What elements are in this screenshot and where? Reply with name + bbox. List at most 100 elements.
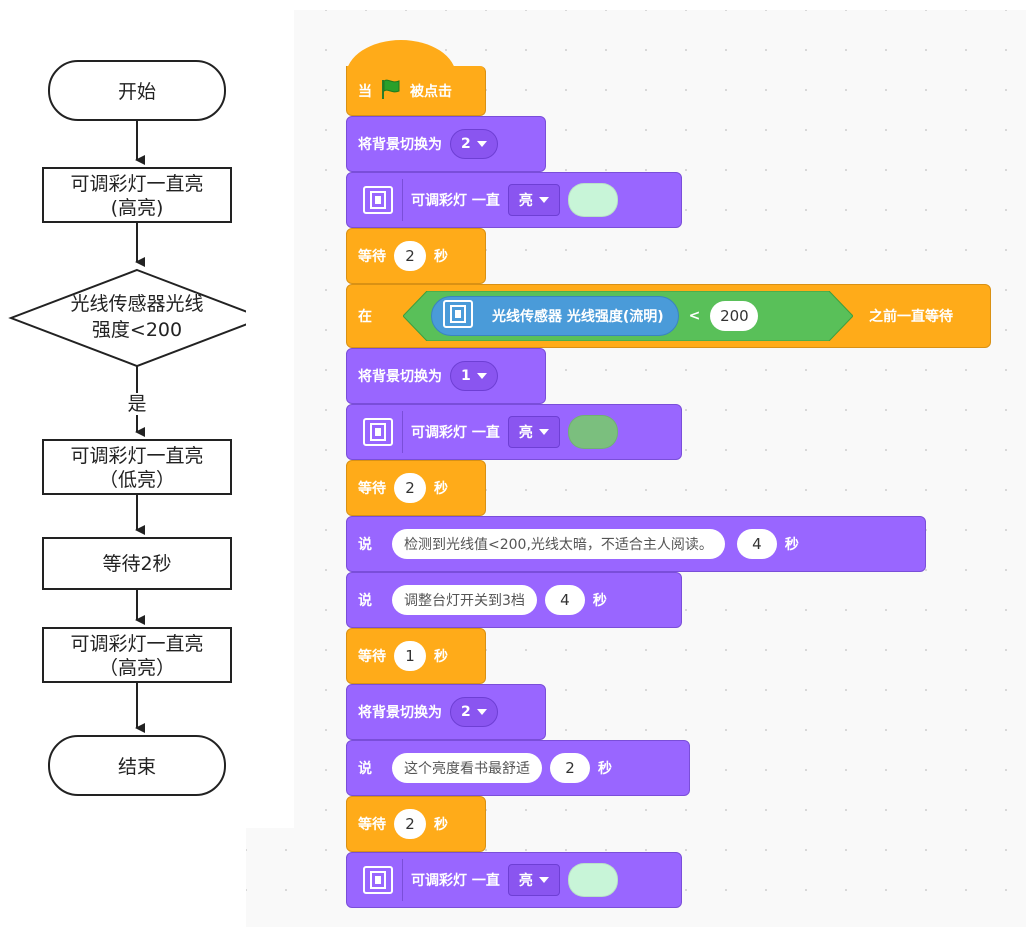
light-state-value: 亮 <box>518 425 533 441</box>
hat-when-label: 当 <box>358 83 372 100</box>
light-color-swatch[interactable] <box>567 863 618 897</box>
until-label: 在 <box>358 309 372 325</box>
less-than-operator[interactable]: 光线传感器 光线强度(流明) < 200 <box>403 291 853 341</box>
wait-seconds-input[interactable]: 1 <box>394 641 426 671</box>
say-for-secs-block[interactable]: 说 检测到光线值<200,光线太暗，不适合主人阅读。 4 秒 <box>346 516 926 572</box>
wait-label: 等待 <box>358 481 386 497</box>
light-label: 可调彩灯 一直 <box>411 193 500 209</box>
caret-down-icon <box>538 197 549 203</box>
light-label: 可调彩灯 一直 <box>411 873 500 889</box>
flow-start-text: 开始 <box>118 81 156 103</box>
light-extension-icon <box>354 411 403 453</box>
flow-step4-line1: 可调彩灯一直亮 <box>70 633 203 655</box>
wait-block[interactable]: 等待 2 秒 <box>346 460 486 516</box>
say-for-secs-block[interactable]: 说 这个亮度看书最舒适 2 秒 <box>346 740 690 796</box>
seconds-label: 秒 <box>784 537 799 553</box>
wait-label: 等待 <box>358 649 386 665</box>
caret-down-icon <box>476 373 487 379</box>
switch-backdrop-block[interactable]: 将背景切换为 1 <box>346 348 546 404</box>
light-state-dropdown[interactable]: 亮 <box>507 184 560 216</box>
say-seconds-input[interactable]: 4 <box>736 529 777 559</box>
say-for-secs-block[interactable]: 说 调整台灯开关到3档 4 秒 <box>346 572 682 628</box>
wait-seconds-input[interactable]: 2 <box>394 241 426 271</box>
wait-label: 等待 <box>358 249 386 265</box>
workspace-margin <box>246 10 294 828</box>
light-state-dropdown[interactable]: 亮 <box>507 416 560 448</box>
caret-down-icon <box>476 709 487 715</box>
caret-down-icon <box>538 877 549 883</box>
flow-decision-line2: 强度<200 <box>92 319 182 341</box>
when-flag-clicked-block[interactable]: 当 被点击 <box>346 66 486 116</box>
sensor-label: 光线传感器 光线强度(流明) <box>492 309 664 325</box>
light-sensor-reporter[interactable]: 光线传感器 光线强度(流明) <box>431 296 679 336</box>
seconds-label: 秒 <box>434 481 448 497</box>
light-label: 可调彩灯 一直 <box>411 425 500 441</box>
seconds-label: 秒 <box>598 761 612 777</box>
light-extension-icon <box>354 179 403 221</box>
backdrop-dropdown[interactable]: 2 <box>450 697 498 727</box>
light-on-block[interactable]: 可调彩灯 一直 亮 <box>346 172 682 228</box>
flow-step-high-light <box>42 167 232 223</box>
flow-step1-line1: 可调彩灯一直亮 <box>70 173 203 195</box>
seconds-label: 秒 <box>434 249 448 265</box>
wait-block[interactable]: 等待 1 秒 <box>346 628 486 684</box>
seconds-label: 秒 <box>434 817 448 833</box>
flow-step3-text: 等待2秒 <box>102 553 171 575</box>
caret-down-icon <box>538 429 549 435</box>
threshold-input[interactable]: 200 <box>710 301 759 331</box>
wait-seconds-input[interactable]: 2 <box>394 473 426 503</box>
flow-step-low-light <box>42 439 232 495</box>
switch-backdrop-block[interactable]: 将背景切换为 2 <box>346 116 546 172</box>
wait-seconds-input[interactable]: 2 <box>394 809 426 839</box>
flow-step1-line2: (高亮) <box>111 197 164 219</box>
say-label: 说 <box>358 537 372 553</box>
caret-down-icon <box>476 141 487 147</box>
say-seconds-input[interactable]: 2 <box>550 753 590 783</box>
flow-start-terminal <box>48 60 226 121</box>
say-message-input[interactable]: 检测到光线值<200,光线太暗，不适合主人阅读。 <box>392 529 725 559</box>
say-seconds-input[interactable]: 4 <box>544 585 585 615</box>
light-color-swatch[interactable] <box>567 415 618 449</box>
flowchart-canvas: 开始 可调彩灯一直亮 (高亮) 光线传感器光线 强度<200 是 可调彩灯一直亮… <box>8 60 266 796</box>
light-extension-icon <box>354 859 403 901</box>
wait-label: 等待 <box>358 817 386 833</box>
say-message-input[interactable]: 这个亮度看书最舒适 <box>392 753 542 783</box>
backdrop-value: 1 <box>461 368 471 384</box>
light-state-value: 亮 <box>518 193 533 209</box>
flow-step2-line1: 可调彩灯一直亮 <box>70 445 203 467</box>
flow-step2-line2: （低亮） <box>99 469 175 491</box>
backdrop-value: 2 <box>461 704 471 720</box>
flow-yes-label: 是 <box>127 393 146 415</box>
flow-step-wait <box>42 537 232 590</box>
flow-end-text: 结束 <box>118 756 156 778</box>
switch-backdrop-label: 将背景切换为 <box>358 369 442 385</box>
switch-backdrop-block[interactable]: 将背景切换为 2 <box>346 684 546 740</box>
green-flag-icon <box>380 78 402 104</box>
flow-step4-line2: （高亮） <box>99 657 175 679</box>
backdrop-dropdown[interactable]: 1 <box>450 361 498 391</box>
flow-decision-diamond <box>8 268 266 368</box>
say-message-input[interactable]: 调整台灯开关到3档 <box>392 585 537 615</box>
wait-block[interactable]: 等待 2 秒 <box>346 228 486 284</box>
light-state-value: 亮 <box>518 873 533 889</box>
until-tail-label: 之前一直等待 <box>869 309 953 325</box>
wait-block[interactable]: 等待 2 秒 <box>346 796 486 852</box>
backdrop-dropdown[interactable]: 2 <box>450 129 498 159</box>
backdrop-value: 2 <box>461 136 471 152</box>
light-on-block[interactable]: 可调彩灯 一直 亮 <box>346 852 682 908</box>
flowchart: 开始 可调彩灯一直亮 (高亮) 光线传感器光线 强度<200 是 可调彩灯一直亮… <box>0 0 290 927</box>
light-sensor-icon <box>442 299 474 333</box>
flow-end-terminal <box>48 735 226 796</box>
hat-clicked-label: 被点击 <box>410 83 452 100</box>
light-color-swatch[interactable] <box>567 183 618 217</box>
flow-decision-line1: 光线传感器光线 <box>70 293 203 315</box>
less-than-symbol: < <box>688 308 701 324</box>
light-on-block[interactable]: 可调彩灯 一直 亮 <box>346 404 682 460</box>
seconds-label: 秒 <box>434 649 448 665</box>
wait-until-block[interactable]: 在 光线传感器 光线强度(流明) < 200 之前一直等待 <box>346 284 991 348</box>
say-label: 说 <box>358 761 372 777</box>
say-label: 说 <box>358 593 372 609</box>
switch-backdrop-label: 将背景切换为 <box>358 137 442 153</box>
flow-step-high-light-again <box>42 627 232 683</box>
light-state-dropdown[interactable]: 亮 <box>507 864 560 896</box>
